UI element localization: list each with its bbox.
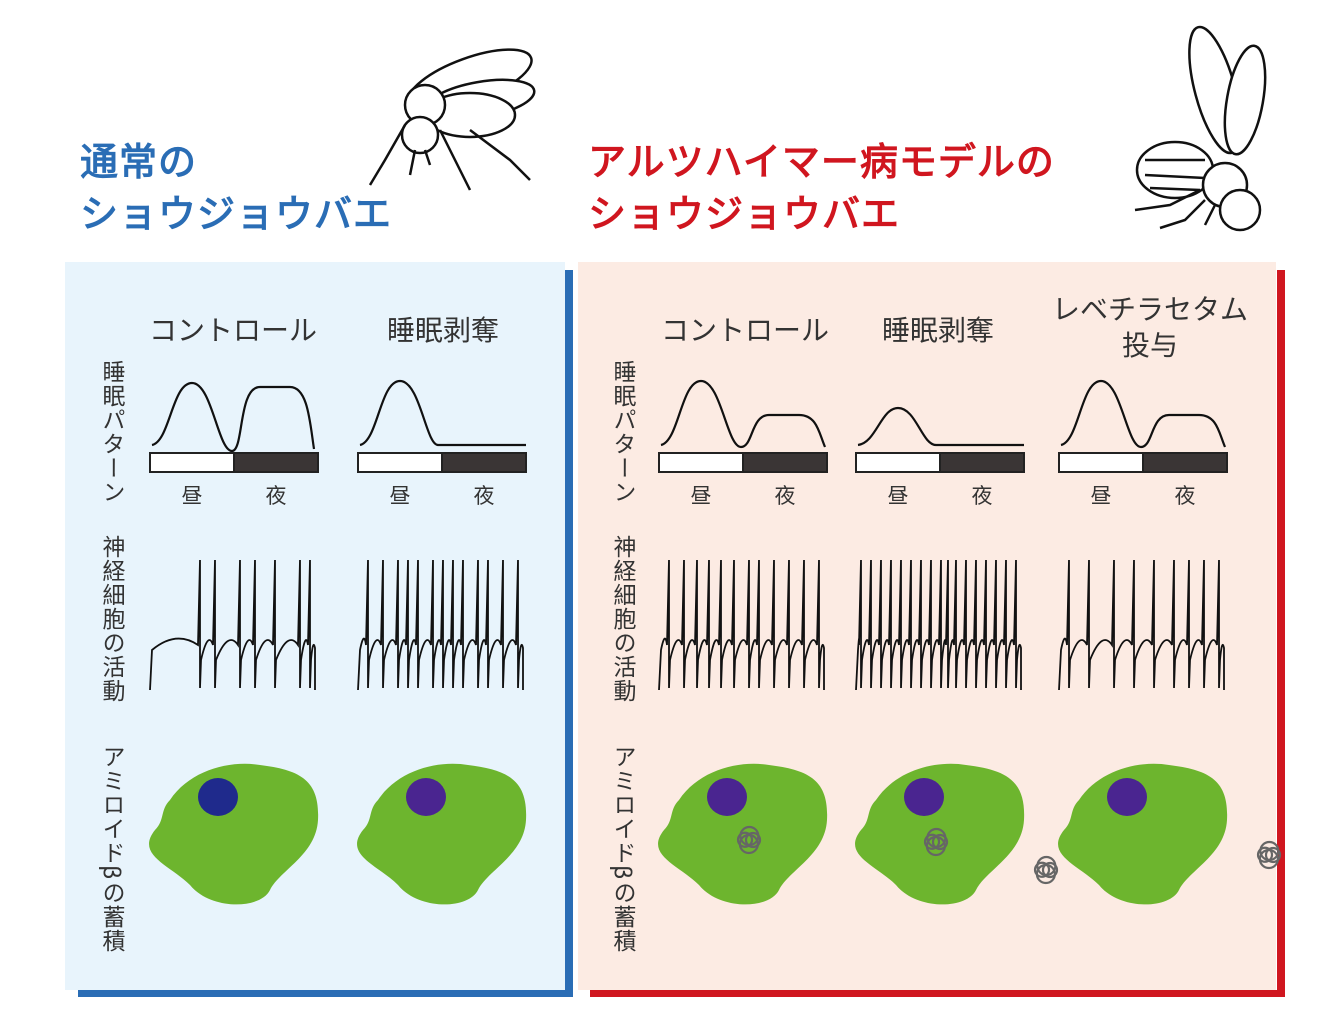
neuron-cell bbox=[357, 763, 527, 905]
day-bar bbox=[1058, 452, 1144, 473]
neural-activity-trace bbox=[149, 559, 316, 691]
day-bar bbox=[149, 452, 235, 473]
sleep-pattern-plot bbox=[357, 379, 527, 473]
alz-row-neural-activity: 神経細胞の活動 bbox=[609, 535, 635, 703]
nucleus bbox=[406, 778, 446, 816]
spike-train bbox=[658, 559, 825, 691]
day-bar bbox=[357, 452, 443, 473]
sleep-pattern-plot bbox=[149, 381, 319, 473]
cell-body bbox=[1058, 763, 1228, 905]
day-label: 昼 bbox=[1090, 484, 1112, 508]
normal-title: 通常の ショウジョウバエ bbox=[80, 136, 392, 240]
neuron-cell bbox=[1058, 763, 1228, 905]
neural-activity-trace bbox=[357, 559, 524, 691]
sleep-curve bbox=[857, 406, 1024, 447]
normal-row-neural-activity: 神経細胞の活動 bbox=[98, 535, 124, 703]
sleep-curve bbox=[1060, 379, 1227, 449]
alz-row-sleep-pattern: 睡眠パターン bbox=[609, 360, 635, 504]
night-bar bbox=[1142, 452, 1228, 473]
amyloid-aggregate-icon bbox=[1033, 855, 1059, 885]
cell-body bbox=[357, 763, 527, 905]
night-label: 夜 bbox=[774, 484, 796, 508]
day-bar bbox=[658, 452, 744, 473]
night-bar bbox=[441, 452, 527, 473]
spike-train bbox=[149, 559, 316, 691]
sleep-curve bbox=[151, 381, 316, 453]
neuron-cell bbox=[149, 763, 319, 905]
sleep-curve bbox=[359, 379, 526, 447]
alz-col-levetiracetam-line1: レベチラセタム bbox=[1051, 293, 1248, 326]
night-label: 夜 bbox=[1174, 484, 1196, 508]
day-bar bbox=[855, 452, 941, 473]
cell-body bbox=[149, 763, 319, 905]
fly-alzheimer-icon bbox=[1134, 25, 1267, 232]
nucleus bbox=[1107, 778, 1147, 816]
sleep-curve bbox=[660, 379, 827, 449]
neural-activity-trace bbox=[855, 559, 1022, 691]
normal-row-amyloid: アミロイドβの蓄積 bbox=[98, 745, 124, 953]
night-label: 夜 bbox=[971, 484, 993, 508]
normal-panel-border-right bbox=[565, 270, 573, 997]
normal-row-sleep-pattern: 睡眠パターン bbox=[98, 360, 124, 504]
night-bar bbox=[939, 452, 1025, 473]
day-label: 昼 bbox=[887, 484, 909, 508]
day-label: 昼 bbox=[690, 484, 712, 508]
spike-train bbox=[855, 559, 1022, 691]
neural-activity-trace bbox=[1058, 559, 1225, 691]
normal-col-control: コントロール bbox=[148, 314, 317, 347]
night-bar bbox=[742, 452, 828, 473]
fly-normal-icon bbox=[368, 48, 536, 191]
normal-title-line1: 通常の bbox=[80, 140, 198, 184]
alzheimer-title-line2: ショウジョウバエ bbox=[588, 192, 901, 236]
sleep-pattern-plot bbox=[1058, 379, 1228, 473]
sleep-pattern-plot bbox=[855, 406, 1025, 473]
sleep-pattern-plot bbox=[658, 379, 828, 473]
alz-col-levetiracetam-line2: 投与 bbox=[1121, 329, 1178, 362]
alz-col-levetiracetam: レベチラセタム 投与 bbox=[1030, 292, 1270, 364]
alzheimer-panel-border-right bbox=[1277, 270, 1285, 997]
alz-col-control: コントロール bbox=[660, 314, 829, 347]
amyloid-aggregate-icon bbox=[736, 825, 762, 855]
spike-train bbox=[1058, 559, 1225, 691]
amyloid-aggregate-icon bbox=[923, 827, 949, 857]
nucleus bbox=[707, 778, 747, 816]
alz-row-amyloid: アミロイドβの蓄積 bbox=[609, 745, 635, 953]
normal-col-sleep-deprivation: 睡眠剥奪 bbox=[386, 314, 499, 347]
normal-panel-border-bottom bbox=[78, 990, 573, 997]
nucleus bbox=[904, 778, 944, 816]
spike-train bbox=[357, 559, 524, 691]
day-label: 昼 bbox=[389, 484, 411, 508]
neural-activity-trace bbox=[658, 559, 825, 691]
night-label: 夜 bbox=[473, 484, 495, 508]
nucleus bbox=[198, 778, 238, 816]
alzheimer-panel-border-bottom bbox=[590, 990, 1285, 997]
alz-col-sleep-deprivation: 睡眠剥奪 bbox=[881, 314, 994, 347]
night-bar bbox=[233, 452, 319, 473]
alzheimer-title: アルツハイマー病モデルの ショウジョウバエ bbox=[588, 136, 1055, 240]
alzheimer-title-line1: アルツハイマー病モデルの bbox=[588, 140, 1055, 184]
normal-title-line2: ショウジョウバエ bbox=[80, 192, 393, 236]
night-label: 夜 bbox=[265, 484, 287, 508]
day-label: 昼 bbox=[181, 484, 203, 508]
amyloid-aggregate-icon bbox=[1256, 840, 1282, 870]
